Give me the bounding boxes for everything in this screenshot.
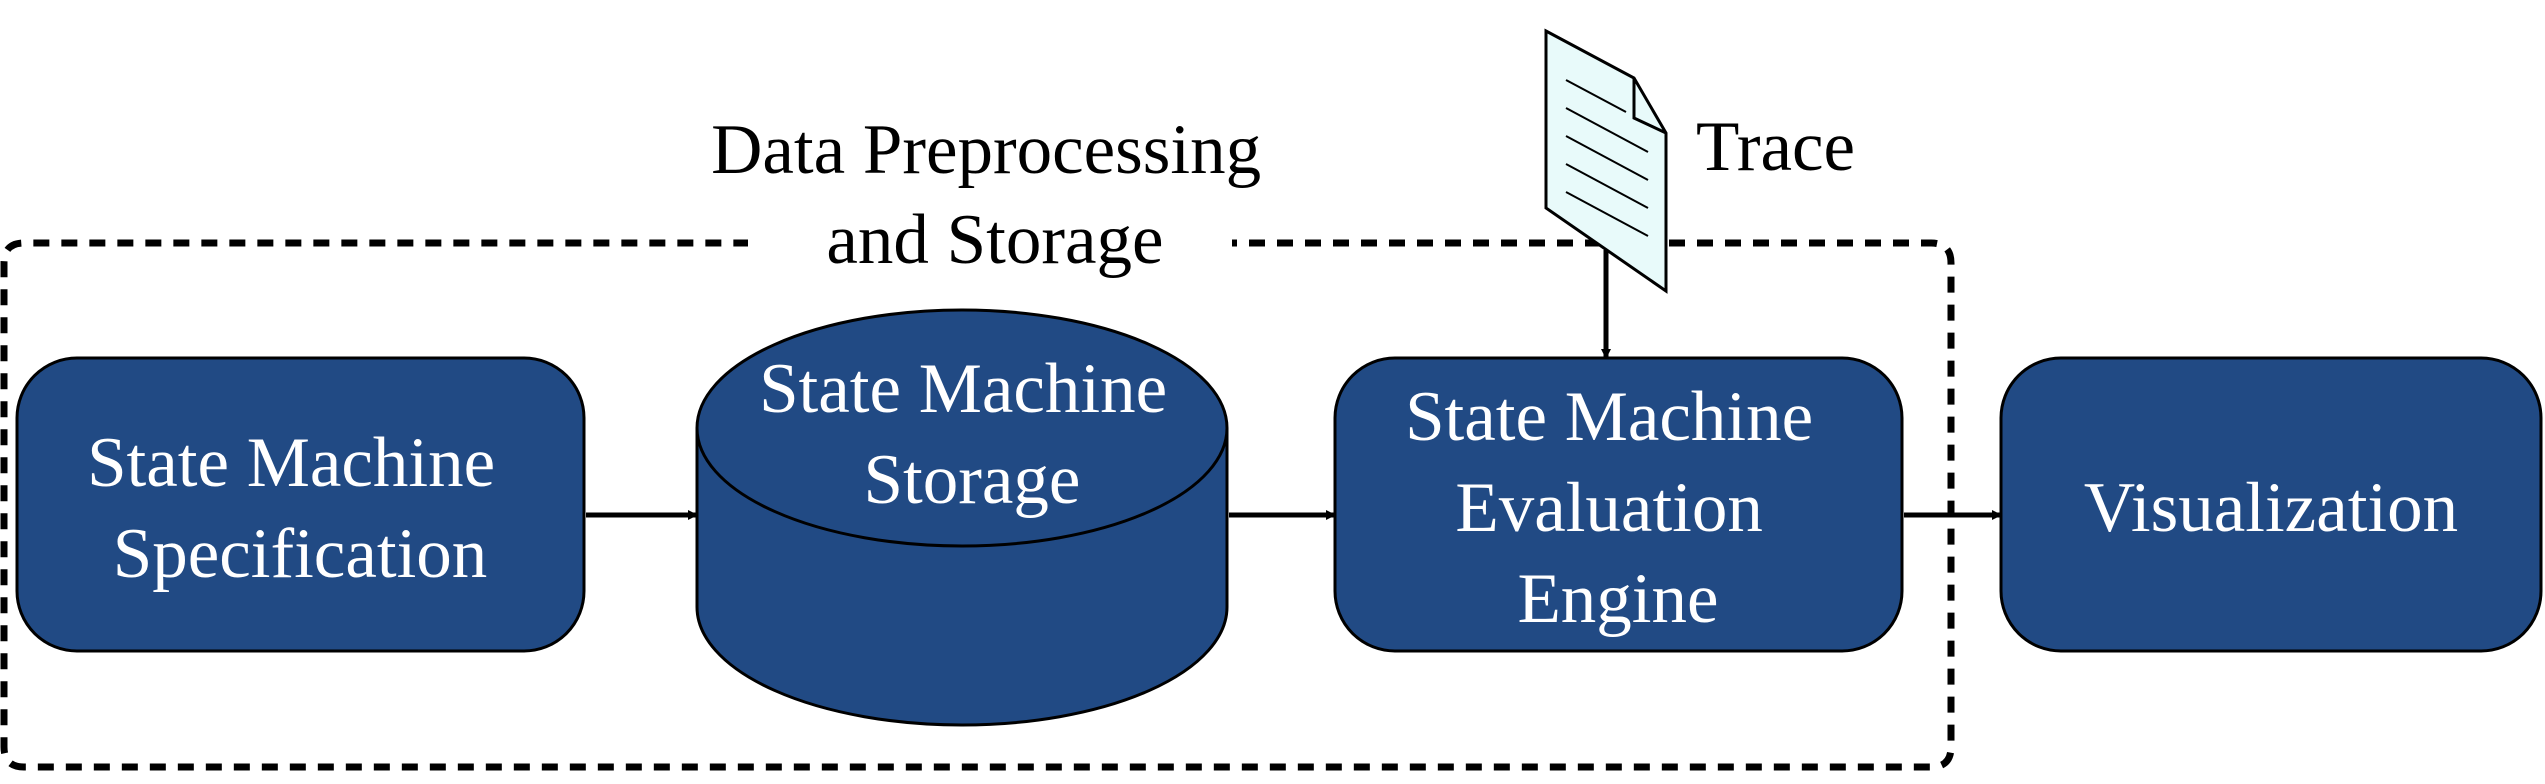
node-storage[interactable]: State Machine Storage [695,308,1229,727]
node-storage-label: State Machine Storage [759,350,1185,519]
group-title-line1: Data Preprocessing [711,111,1261,189]
trace-document-icon[interactable] [1544,28,1668,294]
group-title-line2: and Storage [826,201,1163,279]
node-specification-box [15,356,586,653]
trace-label: Trace [1696,108,1855,186]
node-visualization-box [1999,356,2543,653]
node-engine[interactable]: State Machine Evaluation Engine [1333,356,1904,653]
node-specification[interactable]: State Machine Specification [15,356,586,653]
node-engine-box [1333,356,1904,653]
node-storage-cylinder-top [695,308,1229,548]
node-engine-label: State Machine Evaluation Engine [1405,378,1831,638]
group-title-gap [748,228,1232,258]
node-visualization[interactable]: Visualization [1999,356,2543,653]
trace-document-body [1544,28,1668,294]
group-title: Data Preprocessing and Storage [711,111,1279,279]
trace-document-lines [1565,79,1649,237]
node-specification-label: State Machine Specification [87,424,513,593]
trace-document-fold [1632,78,1667,135]
group-boundary [0,239,1955,771]
node-visualization-label: Visualization [2084,469,2458,547]
